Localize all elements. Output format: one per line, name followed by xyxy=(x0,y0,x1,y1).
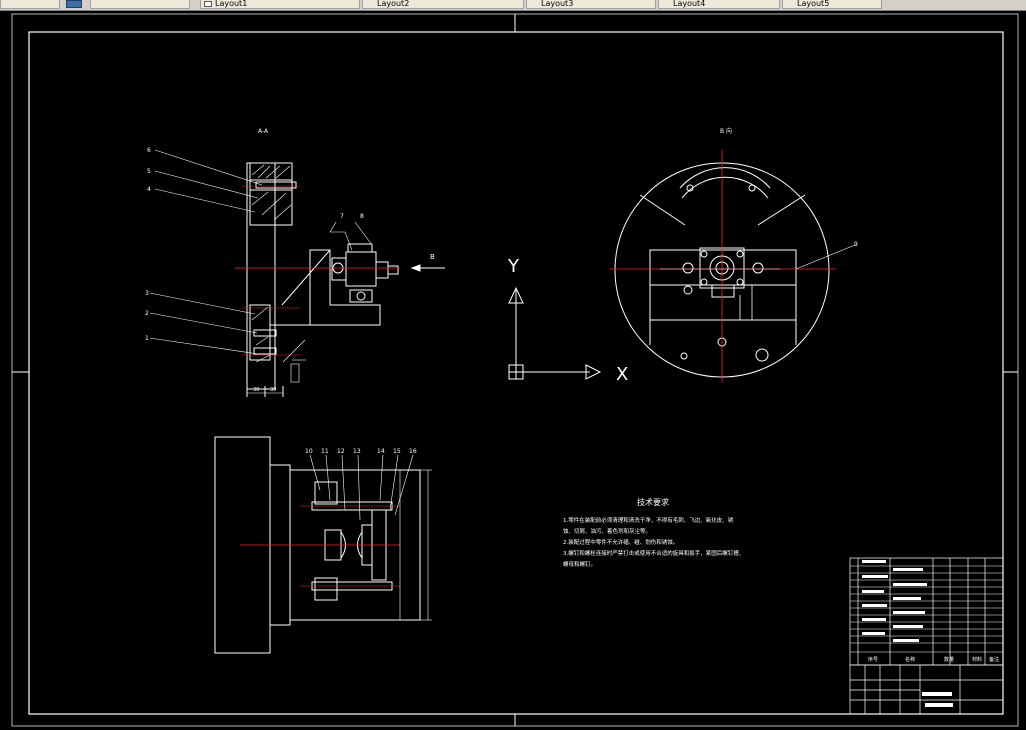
ucs-icon: X Y xyxy=(507,256,628,385)
part-no-3: 3 xyxy=(145,290,149,297)
leaders-left xyxy=(149,149,263,355)
layout-icon xyxy=(204,1,212,7)
title-block: 序号 名称 数量 材料 备注 xyxy=(849,557,1004,715)
col-remark: 备注 xyxy=(989,656,999,663)
view-arrow-label: B xyxy=(430,253,435,261)
part-no-2: 2 xyxy=(145,310,149,317)
part-no-4: 4 xyxy=(147,186,151,193)
col-qty: 数量 xyxy=(944,656,954,663)
tech-line-1: 1.零件在装配前必须清理和清洗干净，不得有毛刺、飞边、氧化皮、锈 xyxy=(563,516,734,524)
part-no-7: 7 xyxy=(340,213,344,220)
part-no-10: 10 xyxy=(305,448,313,455)
tab-layout3[interactable]: Layout3 xyxy=(526,0,656,9)
x-axis-label: X xyxy=(616,364,628,385)
tab-layout1[interactable]: Layout1 xyxy=(200,0,360,9)
col-material: 材料 xyxy=(972,656,982,663)
part-no-12: 12 xyxy=(337,448,345,455)
part-no-11: 11 xyxy=(321,448,329,455)
tab-layout4[interactable]: Layout4 xyxy=(658,0,780,9)
tech-line-4: 3.螺钉和螺栓连接时严禁打击或使用不合适的旋具和扳手，紧固后螺钉槽、 xyxy=(563,549,744,557)
technical-requirements: 技术要求 1.零件在装配前必须清理和清洗干净，不得有毛刺、飞边、氧化皮、锈 蚀、… xyxy=(563,497,744,568)
tab-layout2[interactable]: Layout2 xyxy=(362,0,524,9)
part-no-13: 13 xyxy=(353,448,361,455)
part-no-6: 6 xyxy=(147,147,151,154)
app-menu-icon[interactable] xyxy=(66,0,82,8)
part-no-15: 15 xyxy=(393,448,401,455)
col-name: 名称 xyxy=(905,656,915,663)
col-no: 序号 xyxy=(868,656,878,663)
part-no-8: 8 xyxy=(360,213,364,220)
section-view-a-a: A-A xyxy=(145,128,445,397)
y-axis-label: Y xyxy=(507,256,520,277)
part-no-5: 5 xyxy=(147,168,151,175)
dim-30-b: 30 xyxy=(270,387,276,393)
tech-line-3: 2.装配过程中零件不允许磕、碰、划伤和锈蚀。 xyxy=(563,538,678,546)
view-b-label: B 向 xyxy=(720,127,732,135)
tech-line-5: 螺母和螺钉。 xyxy=(563,560,596,568)
section-label: A-A xyxy=(258,128,269,135)
part-no-14: 14 xyxy=(377,448,385,455)
tab-model[interactable] xyxy=(0,0,60,9)
tech-title: 技术要求 xyxy=(637,497,669,507)
part-no-16: 16 xyxy=(409,448,417,455)
tab-layout-0[interactable] xyxy=(90,0,190,9)
view-b: B 向 9 xyxy=(610,127,858,382)
part-no-1: 1 xyxy=(145,335,149,342)
layout-tab-bar: Layout1 Layout2 Layout3 Layout4 Layout5 xyxy=(0,0,1026,11)
leaders-bottom xyxy=(309,454,414,521)
sheet-frame xyxy=(11,13,1019,727)
part-no-9: 9 xyxy=(854,241,858,248)
hatch-top xyxy=(251,164,292,363)
tab-layout5[interactable]: Layout5 xyxy=(782,0,882,9)
tech-line-2: 蚀、切屑、油污、着色剂和灰尘等。 xyxy=(563,527,651,535)
dim-30-a: 30 xyxy=(253,387,259,393)
drawing-canvas[interactable]: A-A xyxy=(0,11,1026,730)
plan-view: 10 11 12 13 14 15 16 xyxy=(214,436,432,654)
